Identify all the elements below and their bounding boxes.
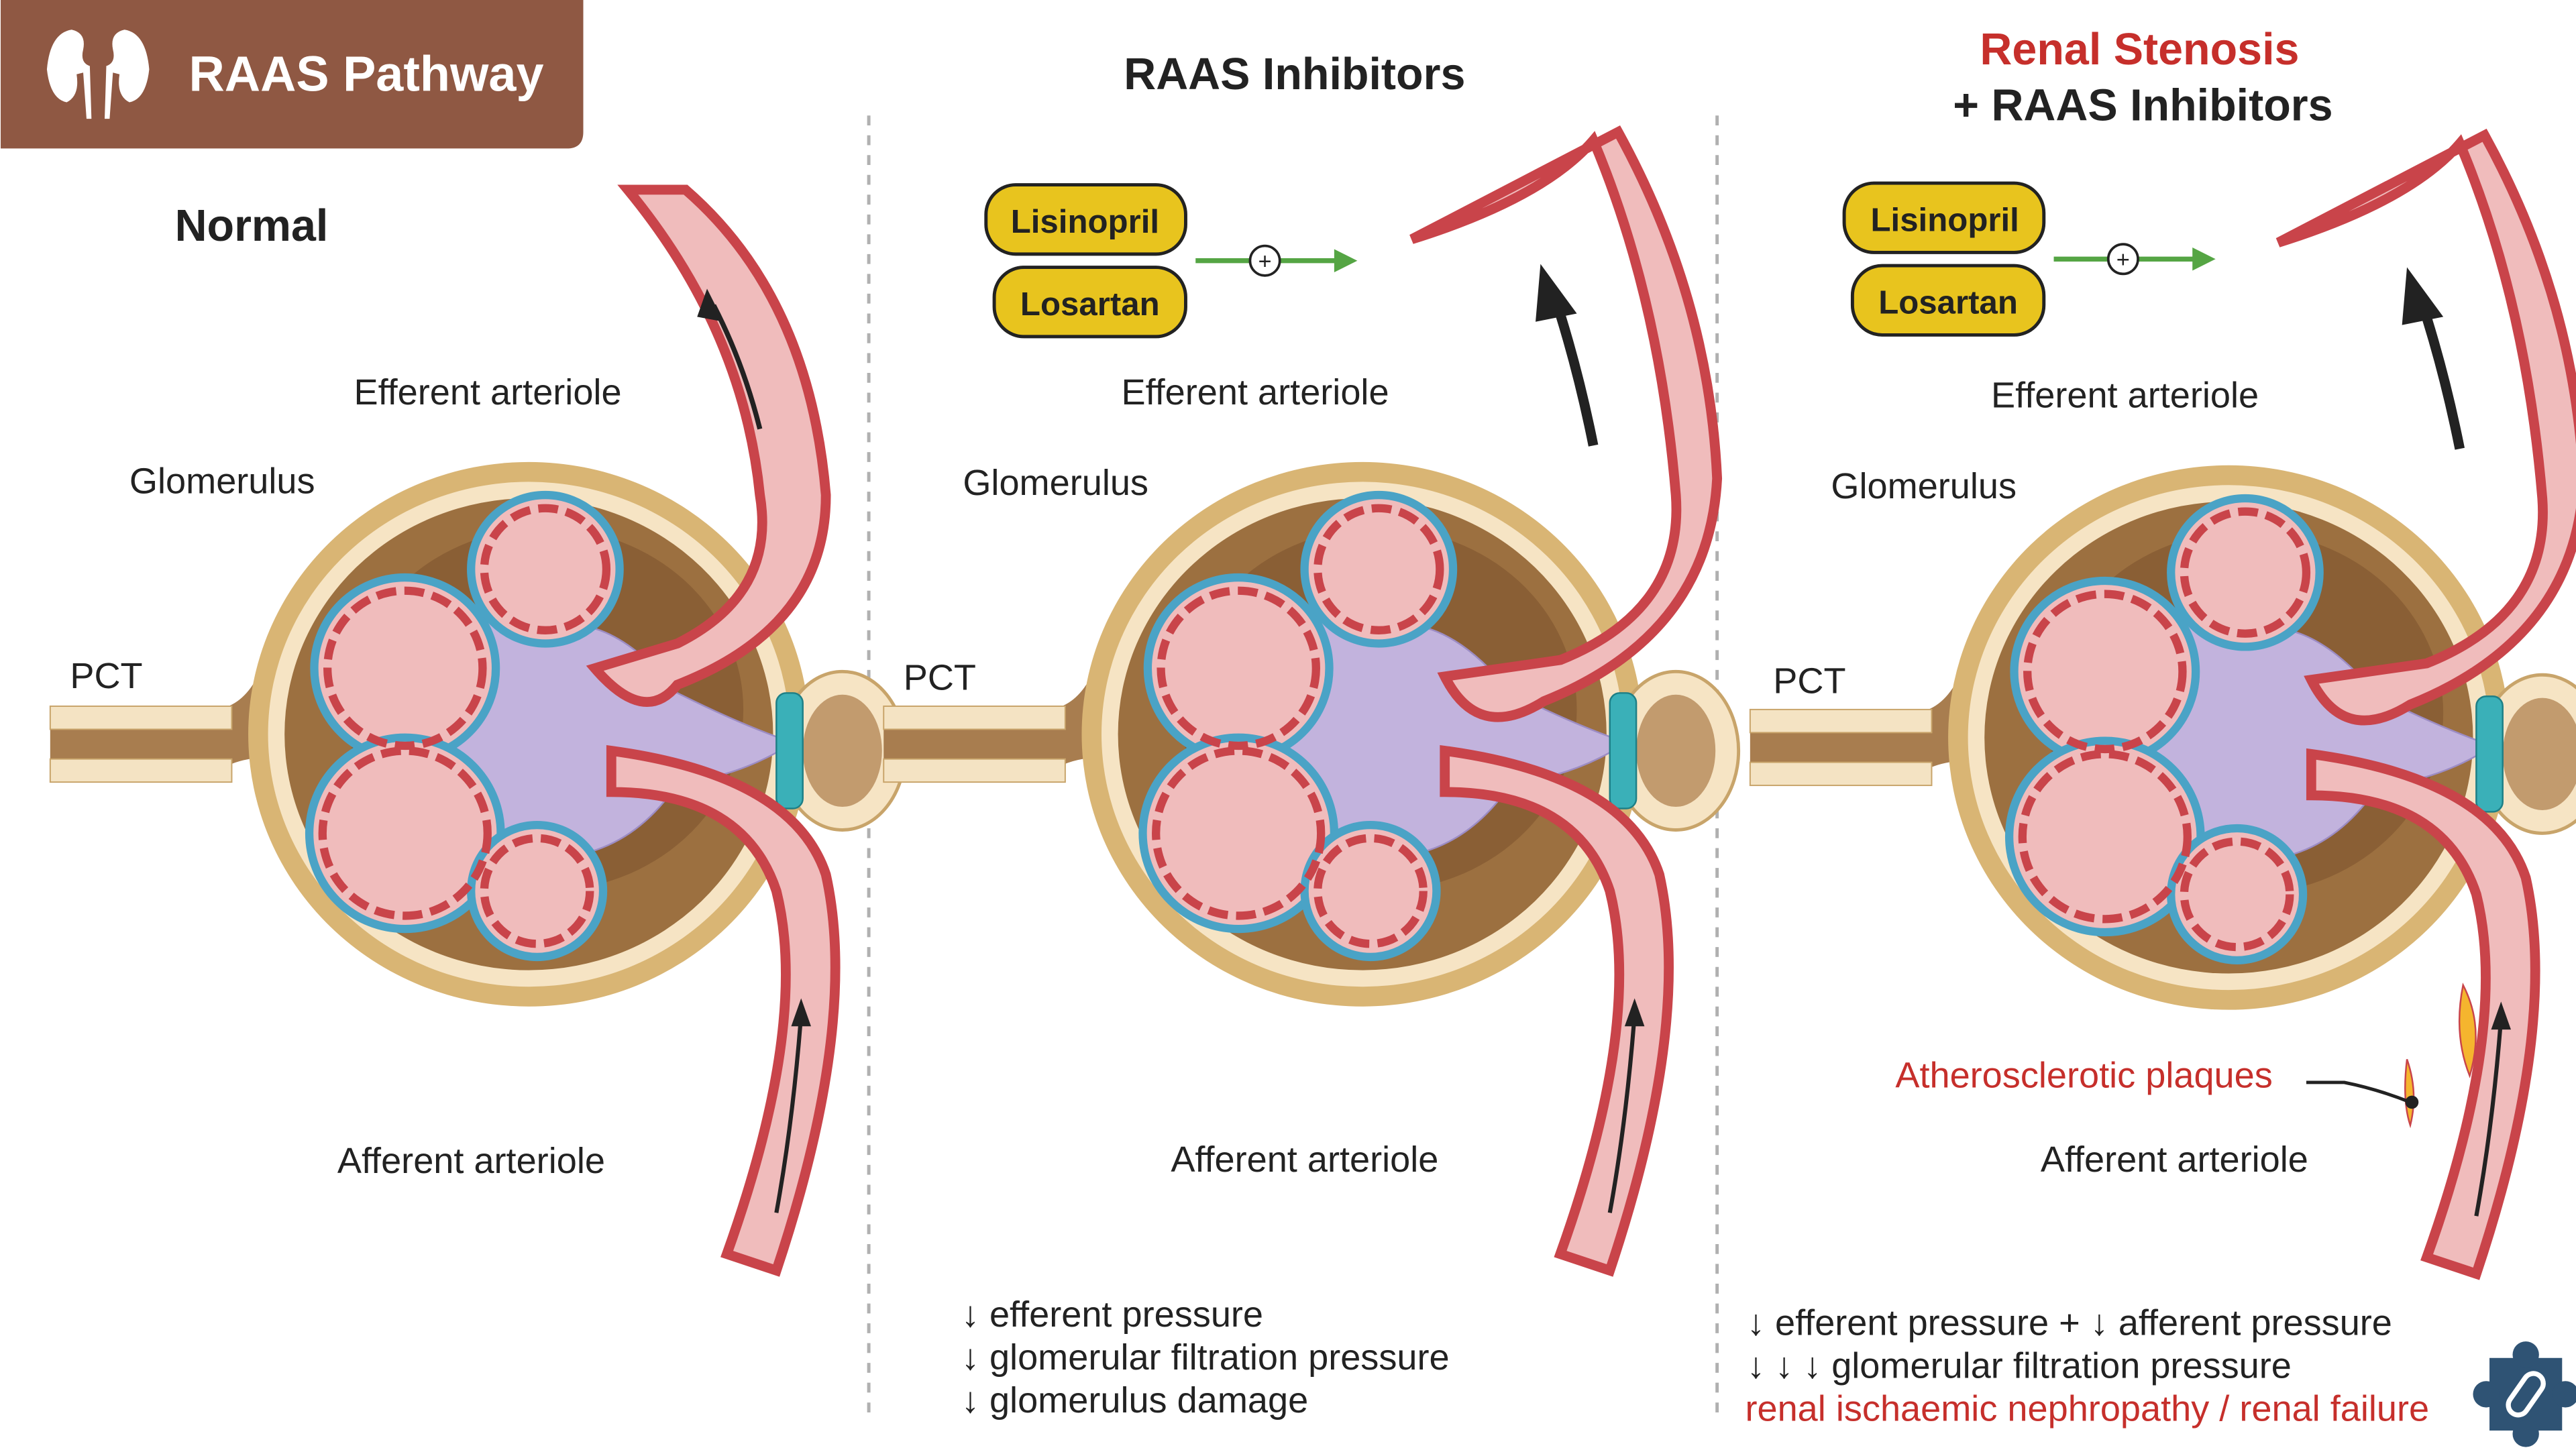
drug-losartan: Losartan xyxy=(992,266,1187,339)
stimulates-arrow: + xyxy=(1195,244,1358,277)
effect-item: ↓ glomerular filtration pressure xyxy=(961,1337,1450,1378)
effects-list: ↓ efferent pressure + ↓ afferent pressur… xyxy=(1745,1302,2429,1429)
svg-text:Lisinopril: Lisinopril xyxy=(1011,203,1159,240)
pct-label: PCT xyxy=(70,656,142,696)
panel-raas-inhibitors: RAAS Inhibitors Lisinopril Losartan + Ef… xyxy=(883,50,1738,1420)
svg-text:+: + xyxy=(1258,249,1271,274)
stimulates-arrow: + xyxy=(2053,243,2216,276)
drug-lisinopril: Lisinopril xyxy=(1842,181,2046,254)
afferent-label: Afferent arteriole xyxy=(337,1141,605,1181)
plus-circle-icon xyxy=(2106,243,2139,276)
effects-list: ↓ efferent pressure ↓ glomerular filtrat… xyxy=(961,1294,1450,1420)
atherosclerotic-plaque xyxy=(2404,983,2477,1129)
svg-text:+: + xyxy=(2116,247,2130,273)
glomerulus-label: Glomerulus xyxy=(963,463,1148,503)
outcome-text: renal ischaemic nephropathy / renal fail… xyxy=(1745,1388,2429,1429)
efferent-label: Efferent arteriole xyxy=(354,372,622,412)
svg-text:Lisinopril: Lisinopril xyxy=(1870,201,2019,238)
glomerulus-illustration xyxy=(1750,135,2576,1274)
header-title: RAAS Pathway xyxy=(189,46,543,101)
panel-title-line2: + RAAS Inhibitors xyxy=(1953,81,2332,131)
glomerulus-illustration xyxy=(50,190,905,1270)
svg-text:Losartan: Losartan xyxy=(1020,286,1160,323)
panel-title: RAAS Inhibitors xyxy=(1124,50,1465,99)
svg-text:Losartan: Losartan xyxy=(1878,284,2018,321)
plus-circle-icon xyxy=(1248,244,1281,277)
header-badge-background xyxy=(1,0,584,149)
efferent-label: Efferent arteriole xyxy=(1122,372,1389,412)
puzzle-pill-icon xyxy=(2473,1341,2576,1447)
plaques-leader-line xyxy=(2306,1080,2411,1104)
glomerulus-label: Glomerulus xyxy=(1831,466,2017,506)
drug-lisinopril: Lisinopril xyxy=(984,183,1187,256)
effect-item: ↓ efferent pressure xyxy=(961,1294,1263,1335)
effect-item: ↓ ↓ ↓ glomerular filtration pressure xyxy=(1747,1345,2292,1386)
efferent-label: Efferent arteriole xyxy=(1991,376,2259,416)
glomerulus-label: Glomerulus xyxy=(129,461,315,502)
drug-losartan: Losartan xyxy=(1850,264,2046,337)
panel-title-line1: Renal Stenosis xyxy=(1980,25,2299,74)
afferent-label: Afferent arteriole xyxy=(1171,1139,1438,1180)
afferent-label: Afferent arteriole xyxy=(2041,1139,2308,1180)
kidneys-icon xyxy=(46,30,150,119)
effect-item: ↓ efferent pressure + ↓ afferent pressur… xyxy=(1747,1302,2392,1343)
plaques-leader-dot xyxy=(2405,1095,2419,1109)
panel-stenosis-raas: Renal Stenosis + RAAS Inhibitors Lisinop… xyxy=(1745,25,2576,1447)
pct-label: PCT xyxy=(904,657,976,697)
effect-item: ↓ glomerulus damage xyxy=(961,1380,1308,1420)
panel-normal: Normal Efferent arteriole Glomerulus PCT… xyxy=(50,190,905,1270)
plaques-label: Atherosclerotic plaques xyxy=(1895,1055,2272,1095)
pct-label: PCT xyxy=(1773,661,1845,701)
header-badge: RAAS Pathway xyxy=(1,0,584,149)
panel-title: Normal xyxy=(175,201,329,251)
